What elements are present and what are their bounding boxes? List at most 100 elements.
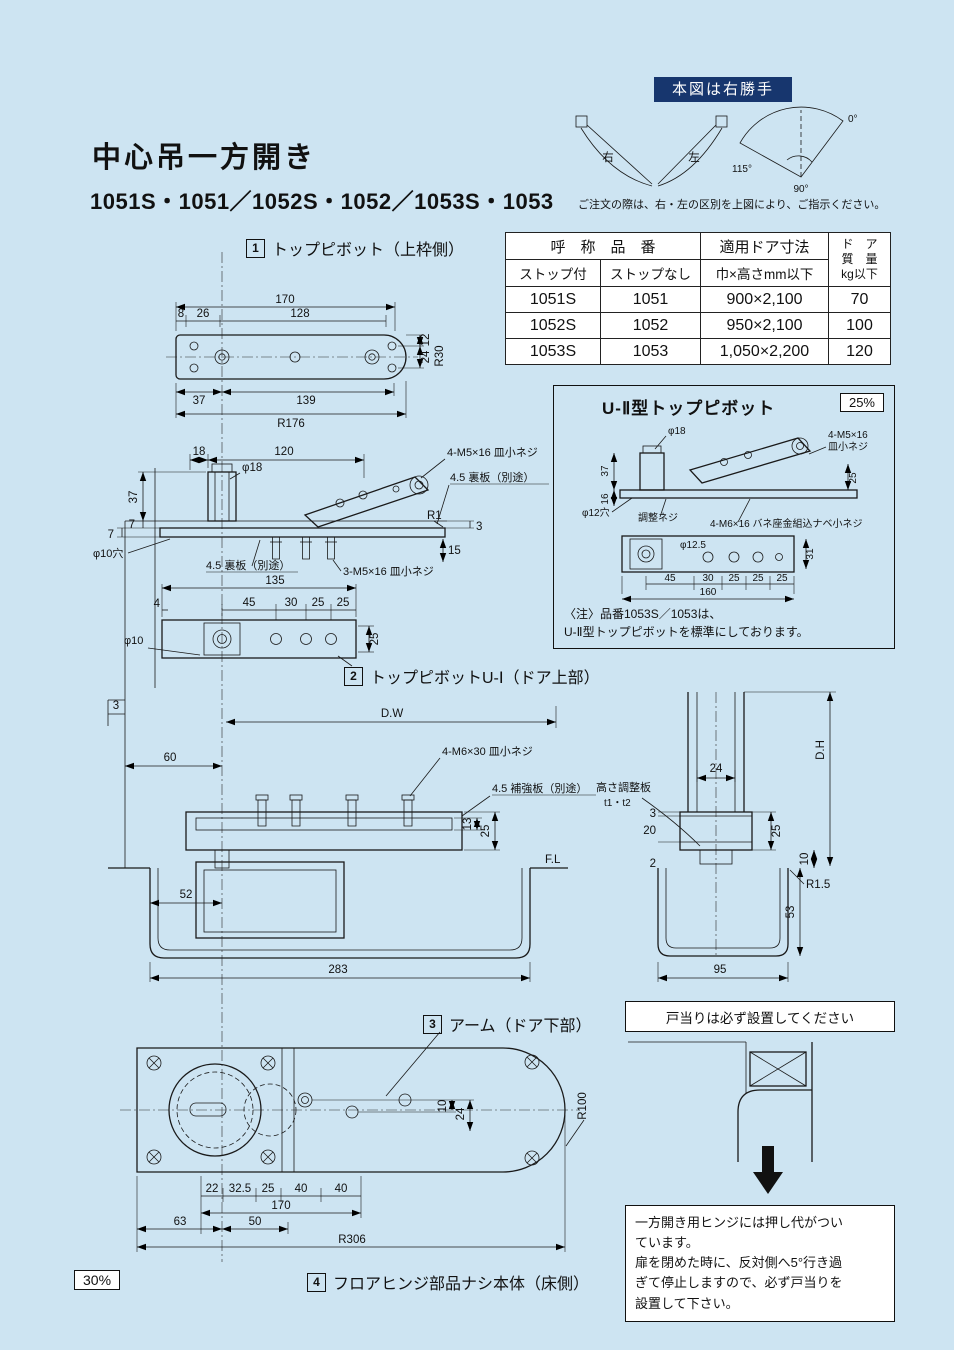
- dim-label: 3: [113, 700, 119, 712]
- dim-label: 37: [600, 465, 611, 477]
- dim-label: 3: [650, 808, 656, 820]
- scale-badge-30: 30%: [74, 1270, 121, 1290]
- dim-label: 24: [455, 1107, 467, 1120]
- spec-table-wrap: 呼 称 品 番 適用ドア寸法 ド ア 質 量 kg以下 ストップ付 ストップなし…: [505, 232, 891, 365]
- dim-label: 135: [265, 575, 284, 587]
- dim-label: 45: [243, 597, 256, 609]
- floor-hinge-cross-section: 3 D.W 60 4-M6×30 皿小ネジ 4.5 補強板（別途） 13 2: [107, 699, 596, 982]
- part-note: 調整ネジ: [638, 511, 678, 524]
- dim-label: 63: [174, 1216, 187, 1228]
- spec-table: 呼 称 品 番 適用ドア寸法 ド ア 質 量 kg以下 ストップ付 ストップなし…: [505, 232, 891, 365]
- dim-label: φ18: [668, 426, 686, 437]
- col-header-stop: ストップ付: [505, 259, 601, 287]
- dim-label: R306: [338, 1234, 366, 1246]
- dim-label: 15: [448, 545, 461, 557]
- u2-note: 〈注〉品番1053S／1053は、 U-Ⅱ型トップピボットを標準にしております。: [564, 607, 809, 639]
- dim-label: 18: [193, 446, 206, 458]
- cell-stop-model: 1052S: [505, 312, 601, 339]
- dim-label: 10: [799, 853, 811, 866]
- dim-label: 37: [193, 395, 206, 407]
- dim-label: 37: [128, 491, 140, 504]
- dim-label: 25: [337, 597, 350, 609]
- dim-label: 24: [710, 763, 723, 775]
- warning-box: 一方開き用ヒンジには押し代がつい ています。 扉を閉めた時に、反対側へ5°行き過…: [625, 1205, 895, 1322]
- dim-label: 10: [437, 1100, 449, 1113]
- swing-deg0-label: 0°: [848, 114, 858, 125]
- dim-label: 24: [420, 350, 432, 363]
- dim-label: 13: [462, 818, 474, 831]
- dim-label: 7: [129, 519, 135, 531]
- dim-label: 25: [771, 825, 783, 838]
- part-note: 4-M5×16: [828, 430, 868, 441]
- dim-label: 120: [274, 446, 293, 458]
- dim-label: 45: [664, 573, 676, 584]
- dim-label: 25: [752, 573, 764, 584]
- top-pivot-body-plan-drawing: 135 4 45 30 25 25 φ10 25: [124, 575, 381, 667]
- part-note: 皿小ネジ: [828, 441, 868, 453]
- dim-label: D.H: [815, 740, 827, 760]
- part-note: 4.5 補強板（別途）: [492, 781, 587, 795]
- col-header-item: 呼 称 品 番: [505, 232, 701, 260]
- dim-label: 12: [420, 334, 432, 347]
- swing-left-label: 左: [688, 150, 700, 164]
- dim-label: D.W: [381, 708, 404, 720]
- floor-plate-plan-drawing: 10 24 R100 22 32.5 25 40 40 170 63: [136, 1031, 589, 1252]
- table-row: 1051S 1051 900×2,100 70: [505, 286, 891, 313]
- dim-label: 25: [480, 825, 492, 838]
- swing-right-label: 右: [602, 150, 614, 164]
- down-arrow: [753, 1146, 783, 1194]
- dim-label: φ18: [242, 462, 262, 474]
- section-number-box: 2: [344, 666, 363, 686]
- cell-mass: 70: [828, 286, 891, 313]
- dim-label: 3: [476, 521, 482, 533]
- dim-label: 2: [650, 858, 656, 870]
- dim-label: 53: [785, 906, 797, 919]
- dim-label: φ12穴: [582, 506, 610, 519]
- dim-label: 170: [275, 294, 294, 306]
- dim-label: 128: [290, 308, 309, 320]
- mass-line3: kg以下: [841, 267, 878, 281]
- dim-label: φ10穴: [93, 546, 123, 560]
- dim-label: R176: [277, 418, 305, 430]
- dim-label: R1.5: [806, 879, 830, 891]
- dim-label: 60: [164, 752, 177, 764]
- dim-label: 139: [296, 395, 315, 407]
- dim-label: 8: [178, 308, 184, 320]
- door-swing-diagram: 右 左 0° 115° 90°: [575, 106, 858, 195]
- section-label-2: 2 トップピボットU-Ⅰ（ドア上部）: [344, 664, 600, 688]
- section-label-4: 4 フロアヒンジ部品ナシ本体（床側）: [307, 1270, 589, 1294]
- dim-label: 32.5: [229, 1183, 251, 1195]
- u2-top-pivot-drawing: φ18 37 16 4-M5×16 皿小ネジ 25 φ12穴 調整ネジ 4-M6…: [582, 426, 868, 603]
- dim-label: 52: [180, 889, 193, 901]
- cell-stop-model: 1053S: [505, 338, 601, 365]
- u2-scale-badge: 25%: [839, 393, 884, 412]
- section-label-text: トップピボットU-Ⅰ（ドア上部）: [370, 670, 600, 687]
- dim-label: 283: [328, 964, 347, 976]
- dim-label: 20: [643, 825, 656, 837]
- cell-stop-model: 1051S: [505, 286, 601, 313]
- dim-label: 7: [108, 529, 114, 541]
- cell-nostop-model: 1053: [600, 338, 701, 365]
- part-note: 4.5 裏板（別途）: [206, 558, 290, 572]
- dim-label: R30: [434, 345, 446, 366]
- dim-label: 170: [271, 1200, 290, 1212]
- section-label-text: トップピボット（上枠側）: [272, 242, 465, 259]
- dim-label: 40: [335, 1183, 348, 1195]
- cell-nostop-model: 1051: [600, 286, 701, 313]
- dim-label: 16: [600, 493, 611, 505]
- door-stop-diagram: [628, 1041, 813, 1194]
- dim-label: 25: [369, 633, 381, 646]
- dim-label: 40: [295, 1183, 308, 1195]
- dim-label: 160: [700, 587, 717, 598]
- section-label-text: アーム（ドア下部）: [449, 1018, 592, 1035]
- dim-label: 26: [197, 308, 210, 320]
- part-note: 4-M5×16 皿小ネジ: [447, 446, 538, 459]
- part-note: 4.5 裏板（別途）: [450, 470, 534, 484]
- handing-badge: 本図は右勝手: [654, 77, 792, 102]
- dim-label: φ12.5: [680, 540, 706, 551]
- dim-label: 4: [154, 598, 161, 610]
- cell-door-size: 950×2,100: [700, 312, 829, 339]
- section-label-3: 3 アーム（ドア下部）: [423, 1012, 592, 1036]
